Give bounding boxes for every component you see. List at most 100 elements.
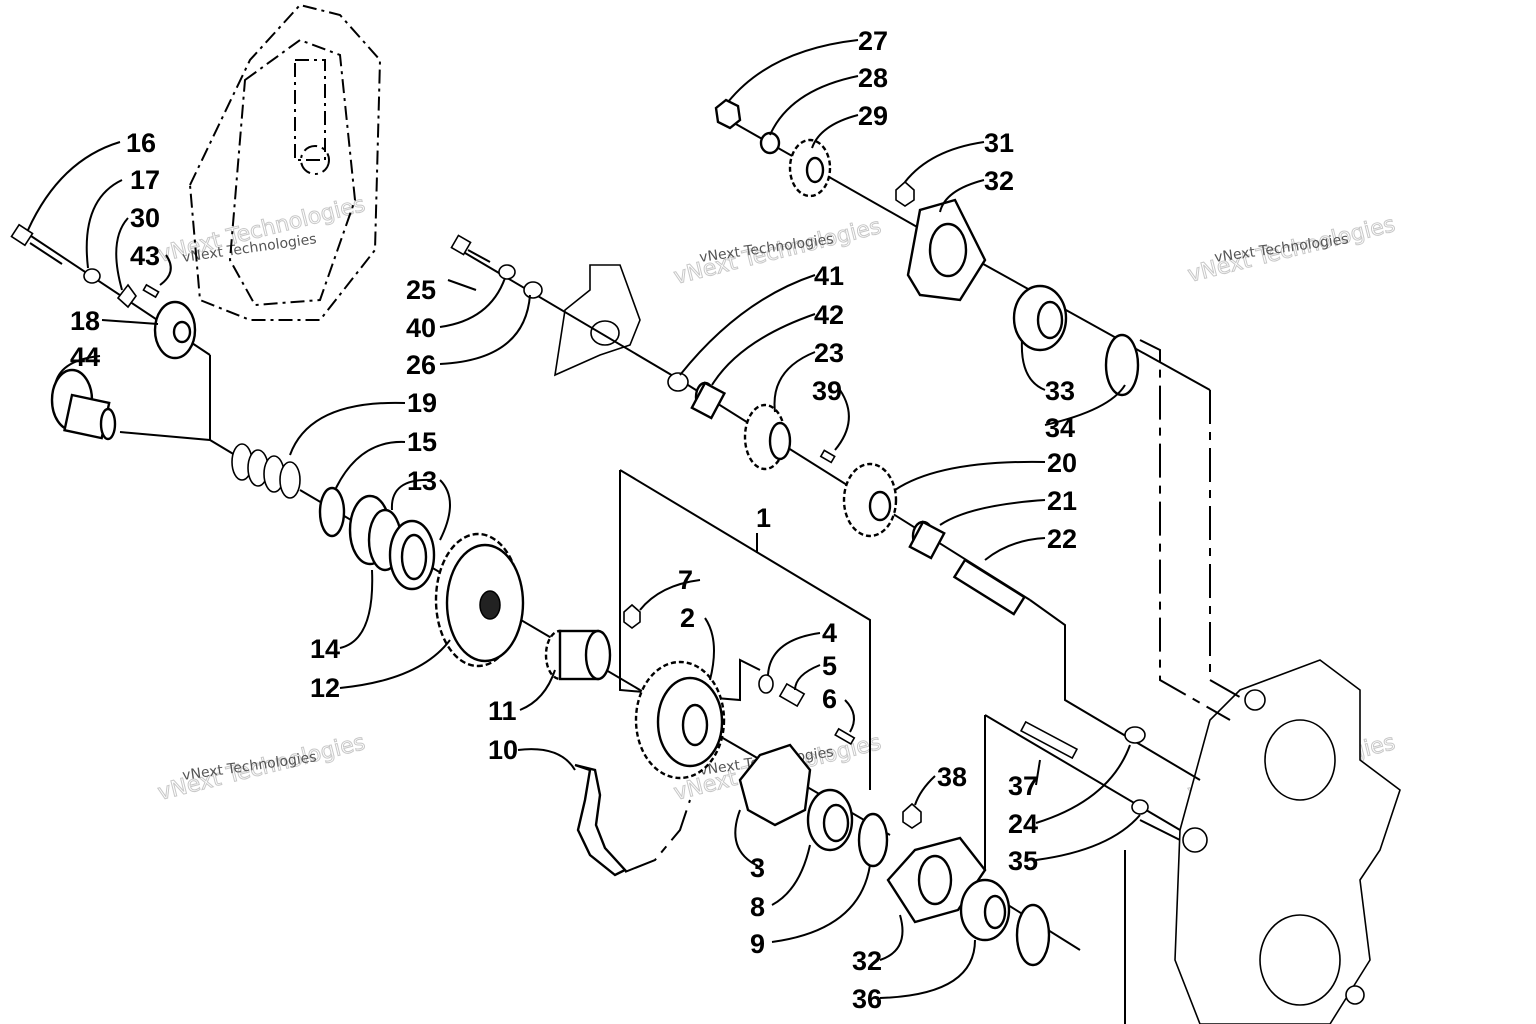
callout-11: 11 — [488, 696, 517, 726]
bearing-33 — [1012, 284, 1068, 352]
callout-17: 17 — [130, 165, 160, 195]
washer-41 — [667, 372, 689, 392]
bushing-42 — [690, 381, 727, 420]
bolt-25 — [450, 234, 491, 263]
seal-lower — [1015, 903, 1051, 967]
hub-44 — [50, 368, 117, 441]
gear-20 — [842, 462, 898, 538]
callout-12: 12 — [310, 673, 340, 703]
sprocket-29 — [788, 138, 832, 198]
callout-44: 44 — [70, 342, 100, 372]
callout-38: 38 — [937, 762, 967, 792]
callout-3: 3 — [750, 853, 765, 883]
pin-43 — [142, 283, 160, 299]
washer-17 — [83, 268, 101, 284]
callout-23: 23 — [814, 338, 844, 368]
lock-30 — [116, 283, 137, 309]
callout-20: 20 — [1047, 448, 1077, 478]
callout-42: 42 — [814, 300, 844, 330]
group-bracket-1 — [619, 470, 761, 702]
nut-27 — [714, 98, 742, 130]
callout-21: 21 — [1047, 486, 1077, 516]
callout-36: 36 — [852, 984, 882, 1014]
leader-lines — [27, 39, 1141, 999]
callout-27: 27 — [858, 26, 888, 56]
gear-12 — [434, 532, 525, 668]
plate-32-lower — [886, 836, 987, 924]
callout-34: 34 — [1045, 413, 1075, 443]
bearing-36 — [959, 878, 1011, 942]
callout-13: 13 — [407, 466, 437, 496]
callout-16: 16 — [126, 128, 156, 158]
callout-32-lower: 32 — [852, 946, 882, 976]
callout-4: 4 — [822, 618, 837, 648]
sleeve-22 — [952, 558, 1027, 616]
callout-41: 41 — [814, 261, 844, 291]
callout-43: 43 — [130, 241, 160, 271]
bolt-16 — [10, 223, 63, 265]
washer-28 — [759, 131, 781, 155]
callout-25: 25 — [406, 275, 436, 305]
callout-29: 29 — [858, 101, 888, 131]
callout-10: 10 — [488, 735, 518, 765]
pinion-11 — [544, 629, 612, 681]
gear-23 — [743, 403, 792, 471]
callout-31: 31 — [984, 128, 1014, 158]
bracket-housing — [553, 264, 641, 377]
callouts: 1 2 3 4 5 6 7 8 9 10 11 12 13 14 15 16 1… — [70, 26, 1077, 1014]
washer-24 — [1124, 726, 1146, 744]
chain-path — [624, 799, 691, 873]
callout-24: 24 — [1008, 809, 1038, 839]
plate-32-upper — [906, 198, 987, 302]
cam-3 — [738, 743, 812, 827]
callout-15: 15 — [407, 427, 437, 457]
callout-28: 28 — [858, 63, 888, 93]
nut-7 — [623, 603, 641, 629]
callout-9: 9 — [750, 929, 765, 959]
seal-34 — [1104, 333, 1140, 397]
spring-19 — [231, 443, 301, 499]
bushing-21 — [908, 520, 946, 560]
cap-4 — [758, 674, 774, 694]
callout-39: 39 — [812, 376, 842, 406]
callout-32-upper: 32 — [984, 166, 1014, 196]
parts — [10, 98, 1149, 967]
washer-26 — [523, 281, 543, 299]
nut-38 — [902, 802, 922, 829]
callout-40: 40 — [406, 313, 436, 343]
callout-1: 1 — [756, 503, 771, 533]
nut-31 — [895, 180, 915, 207]
callout-6: 6 — [822, 684, 837, 714]
stud-37 — [1019, 720, 1079, 760]
callout-30: 30 — [130, 203, 160, 233]
callout-35: 35 — [1008, 846, 1038, 876]
callout-5: 5 — [822, 651, 837, 681]
washer-35 — [1131, 799, 1149, 815]
screw-6 — [834, 727, 856, 746]
callout-7: 7 — [678, 565, 693, 595]
lower-right-housing — [1174, 659, 1401, 1024]
callout-2: 2 — [680, 603, 695, 633]
callout-26: 26 — [406, 350, 436, 380]
callout-18: 18 — [70, 306, 100, 336]
washer-40 — [498, 264, 516, 280]
callout-22: 22 — [1047, 524, 1077, 554]
ring-15 — [318, 486, 346, 538]
disc-18 — [153, 300, 197, 360]
callout-14: 14 — [310, 634, 340, 664]
spring-5 — [778, 682, 806, 708]
chain-10 — [574, 763, 627, 877]
bearing-8 — [806, 788, 854, 852]
sprocket-2 — [634, 660, 726, 780]
callout-37: 37 — [1008, 771, 1038, 801]
group-bracket-1b — [619, 469, 871, 790]
upper-left-housing — [188, 3, 382, 321]
seal-9 — [857, 812, 889, 868]
pin-39 — [819, 449, 836, 464]
callout-8: 8 — [750, 892, 765, 922]
bearing-13 — [348, 494, 436, 591]
callout-19: 19 — [407, 388, 437, 418]
callout-33: 33 — [1045, 376, 1075, 406]
